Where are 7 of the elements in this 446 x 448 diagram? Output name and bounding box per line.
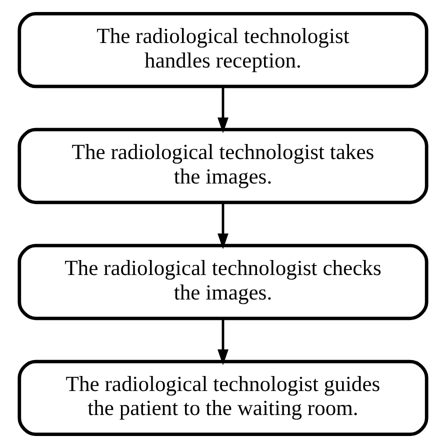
node-box: The radiological technologist takes the images. bbox=[18, 128, 428, 204]
node-box: The radiological technologist checks the images. bbox=[18, 244, 428, 320]
arrow bbox=[218, 202, 228, 250]
arrow bbox=[218, 318, 228, 366]
node-box: The radiological technologist guides the patient to the waiting room. bbox=[18, 360, 428, 436]
node-box: The radiological technologist handles reception. bbox=[18, 12, 428, 88]
arrow bbox=[218, 86, 228, 134]
